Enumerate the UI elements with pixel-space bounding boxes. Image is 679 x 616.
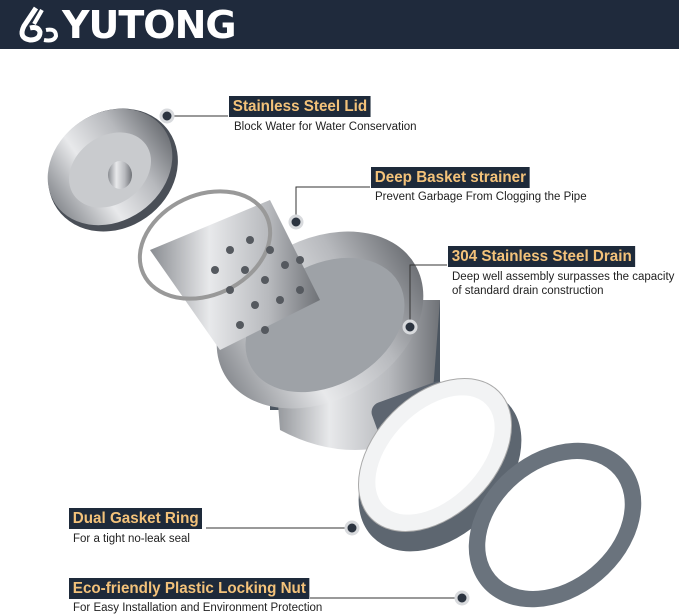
callout-title-nut: Eco-friendly Plastic Locking Nut xyxy=(69,578,310,599)
callout-title-drain: 304 Stainless Steel Drain xyxy=(448,246,636,267)
callout-subtitle-gasket: For a tight no-leak seal xyxy=(73,533,190,545)
brand-name: YUTONG xyxy=(62,3,237,47)
basket-illustration xyxy=(137,189,320,350)
callout-title-lid: Stainless Steel Lid xyxy=(229,96,371,117)
callout-title-gasket: Dual Gasket Ring xyxy=(69,508,203,529)
callout-subtitle-drain-1: Deep well assembly surpasses the capacit… xyxy=(452,271,675,283)
callout-subtitle-basket: Prevent Garbage From Clogging the Pipe xyxy=(375,191,587,203)
yutong-logo-icon xyxy=(19,6,59,43)
callout-subtitle-nut: For Easy Installation and Environment Pr… xyxy=(73,602,323,614)
leader-lines xyxy=(167,115,462,599)
locking-nut-illustration xyxy=(468,442,642,608)
gasket-ring-illustration xyxy=(358,378,522,552)
callout-title-basket: Deep Basket strainer xyxy=(371,167,530,188)
lid-illustration xyxy=(47,108,178,232)
brand-header: YUTONG xyxy=(0,0,679,49)
callout-subtitle-drain-2: of standard drain construction xyxy=(452,285,604,297)
callout-dots xyxy=(159,108,470,606)
callout-subtitle-lid: Block Water for Water Conservation xyxy=(234,121,417,133)
